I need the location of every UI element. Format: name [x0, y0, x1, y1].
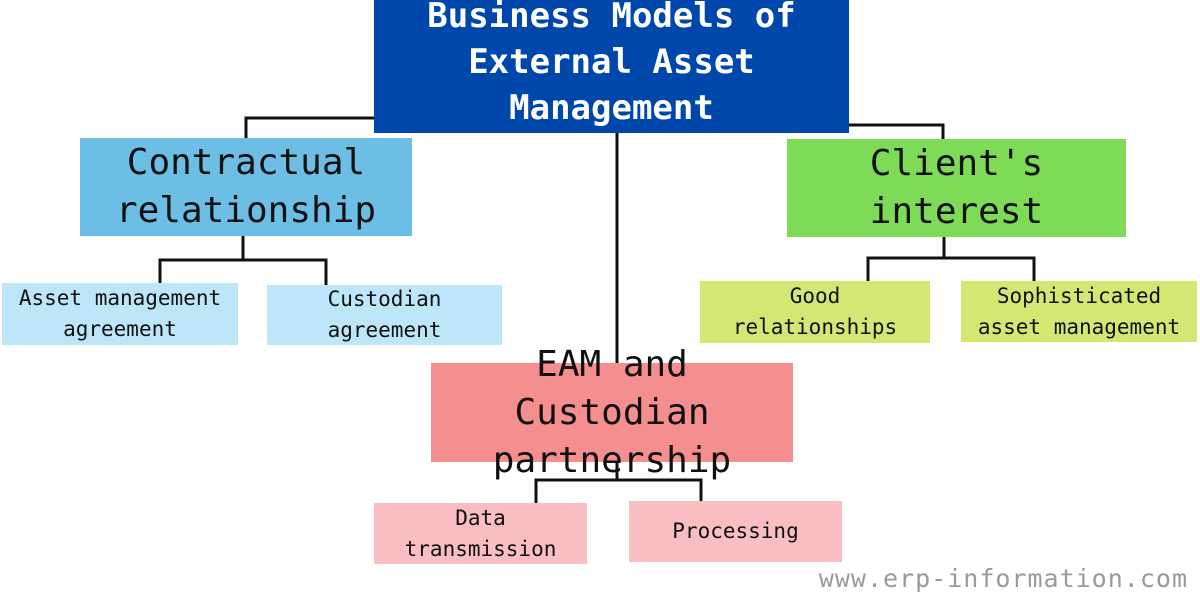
leaf-good-relationships: Good relationships	[700, 281, 930, 343]
node-clients-interest: Client's interest	[787, 139, 1126, 237]
node-eam-label: EAM and Custodian partnership	[492, 343, 732, 481]
leaf-label: Processing	[672, 519, 799, 543]
node-eam-custodian-partnership: EAM and Custodian partnership	[431, 344, 793, 481]
connector-client-bar	[866, 256, 1036, 281]
leaf-label: Custodian agreement	[327, 287, 442, 342]
connector-contractual-bar	[158, 258, 328, 285]
connector-root-client	[849, 123, 945, 139]
node-contractual-label: Contractual relationship	[115, 142, 377, 231]
leaf-asset-management-agreement: Asset management agreement	[2, 283, 238, 345]
connector-eam-bar	[534, 478, 703, 503]
node-client-label: Client's interest	[869, 143, 1044, 232]
leaf-label: Sophisticated asset management	[977, 283, 1181, 339]
leaf-sophisticated-asset-management: Sophisticated asset management	[961, 281, 1197, 342]
leaf-custodian-agreement: Custodian agreement	[267, 285, 502, 345]
leaf-processing: Processing	[629, 501, 842, 562]
leaf-label: Good relationships	[732, 284, 898, 339]
root-title: Business Models of External Asset Manage…	[427, 0, 796, 128]
leaf-data-transmission: Data transmission	[374, 503, 587, 564]
leaf-label: Asset management agreement	[18, 286, 222, 341]
node-contractual-relationship: Contractual relationship	[80, 138, 412, 236]
root-node: Business Models of External Asset Manage…	[374, 0, 849, 133]
leaf-label: Data transmission	[404, 505, 557, 561]
watermark-text: www.erp-information.com	[818, 564, 1188, 593]
connector-root-contractual	[244, 116, 374, 138]
